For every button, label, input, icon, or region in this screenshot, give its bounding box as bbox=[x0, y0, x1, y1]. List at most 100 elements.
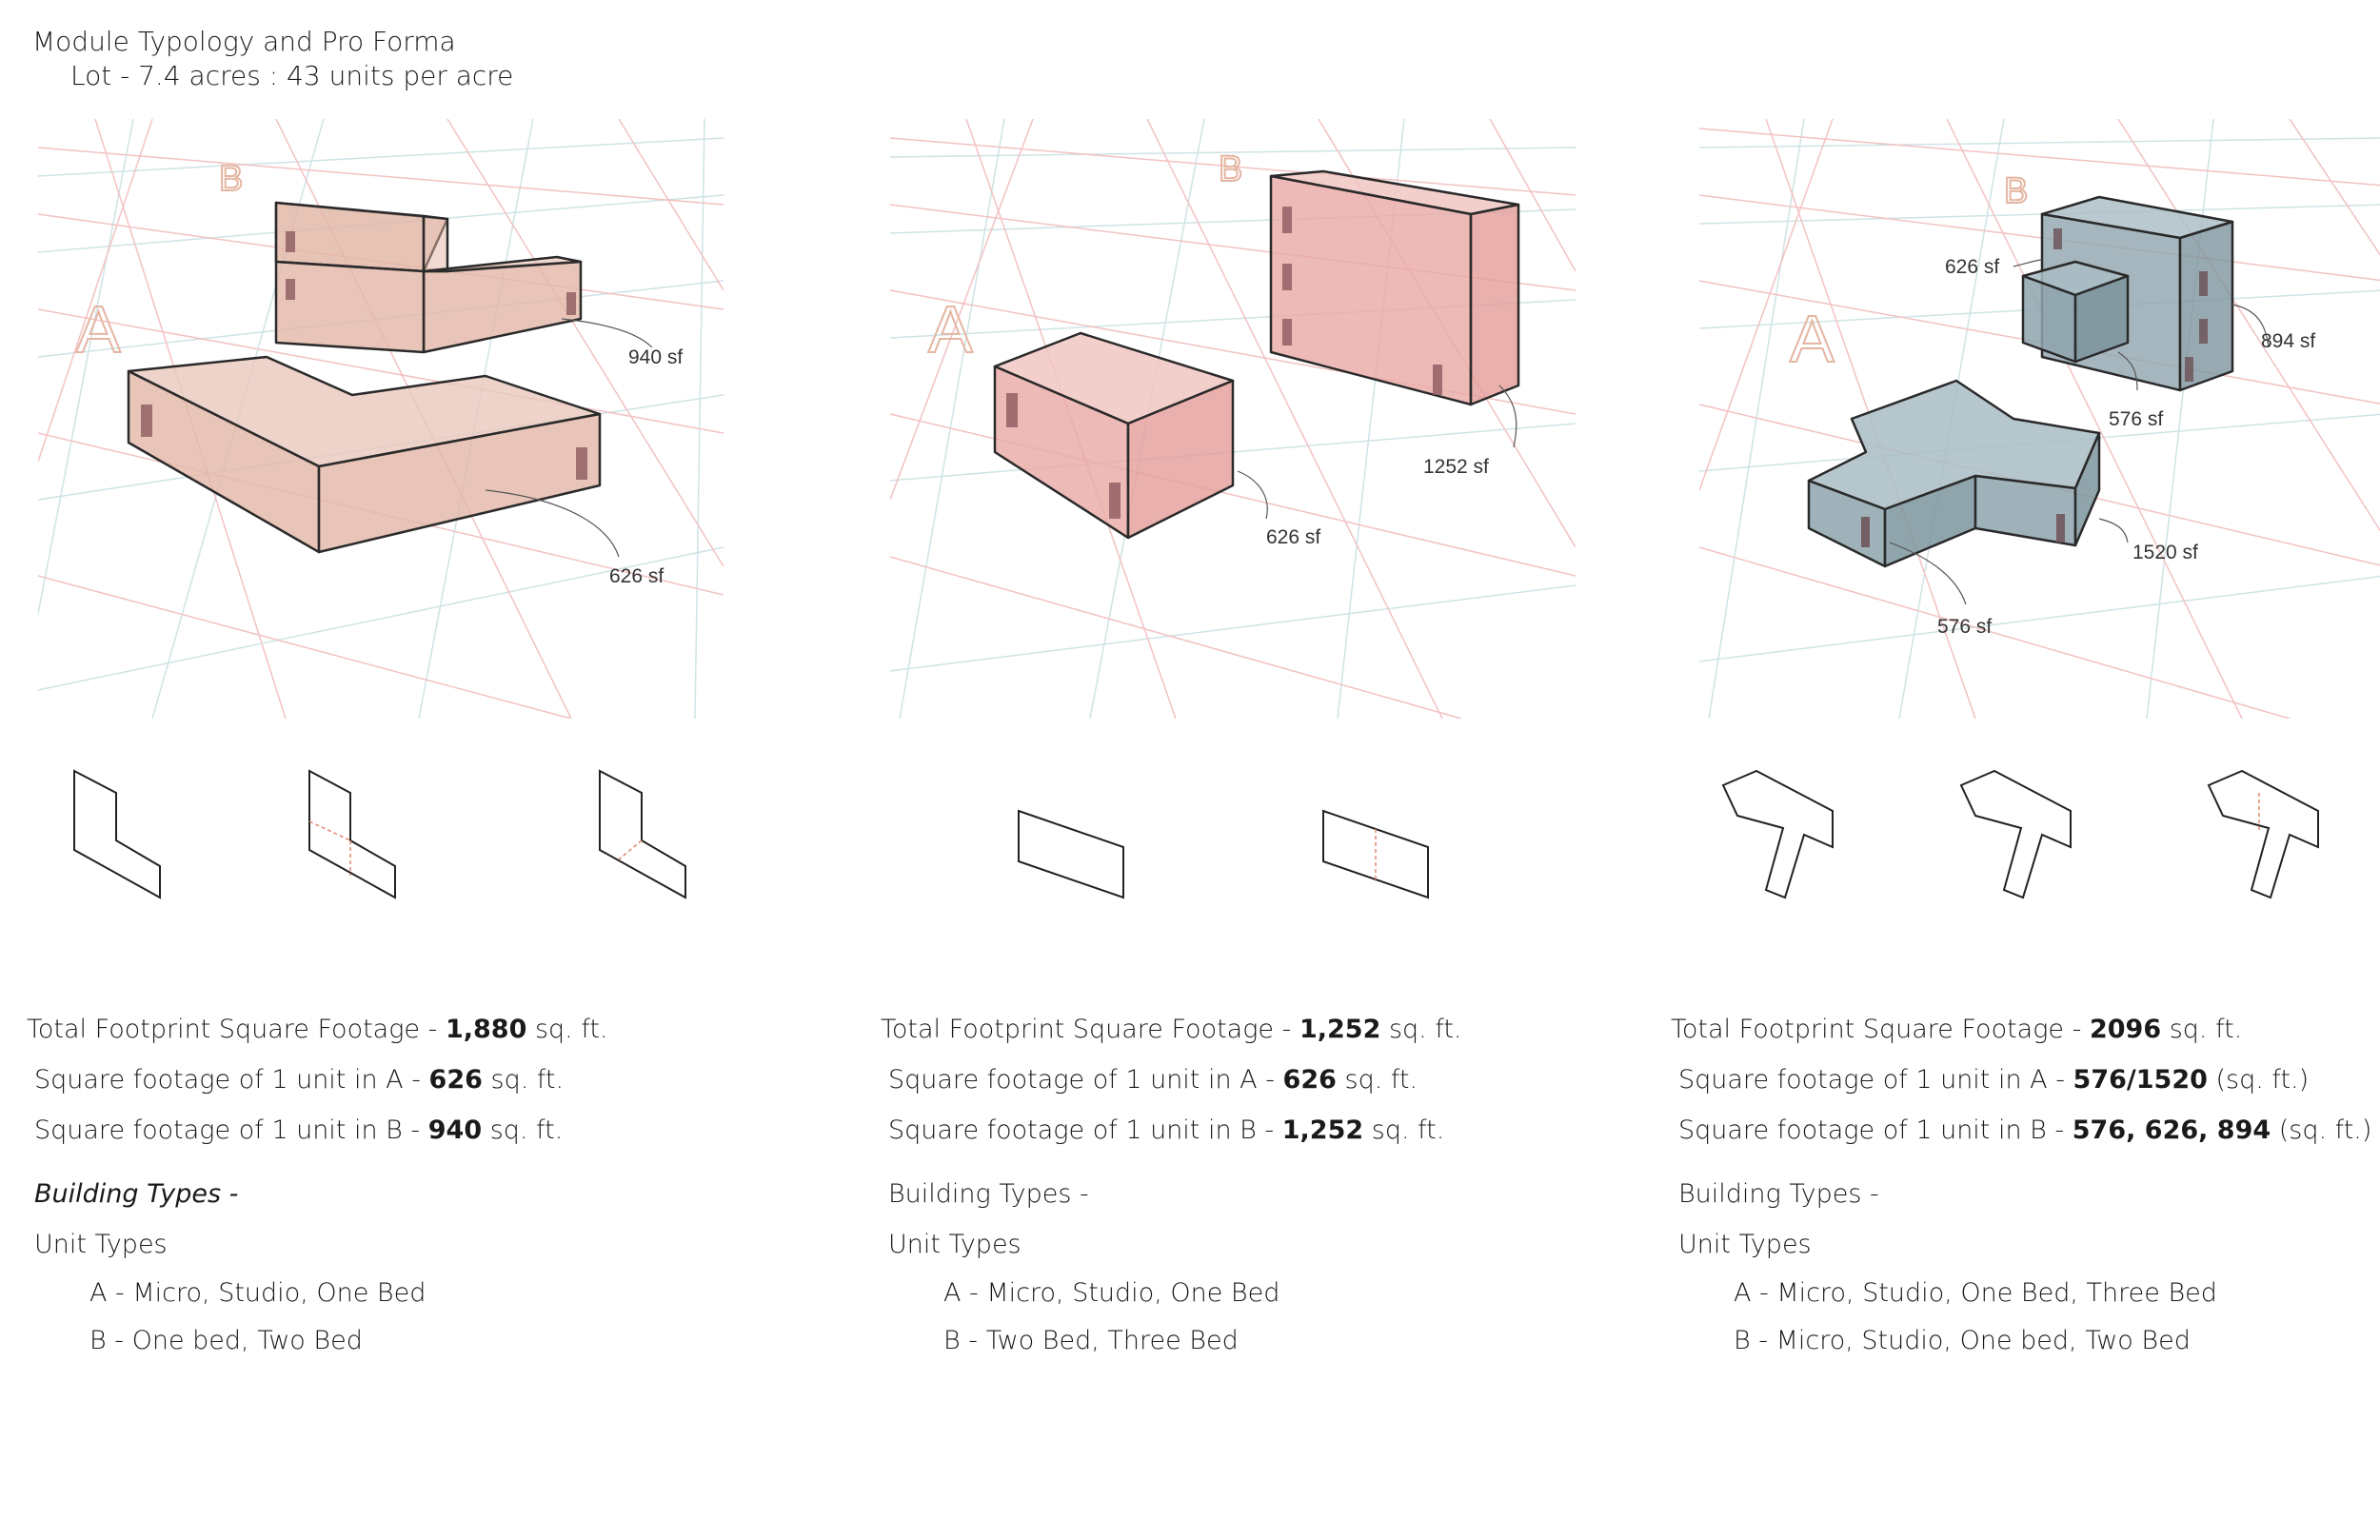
callout-626: 626 sf bbox=[1266, 526, 1320, 548]
building-a bbox=[993, 331, 1235, 540]
unit-type-a: A - Micro, Studio, One Bed bbox=[89, 1278, 426, 1308]
total-label: Total Footprint Square Footage - bbox=[27, 1015, 446, 1044]
label-a: A bbox=[1790, 302, 1835, 376]
footprint-l-shape-2 bbox=[308, 769, 396, 899]
unit-a-unit: (sq. ft.) bbox=[2207, 1065, 2310, 1095]
total-unit: sq. ft. bbox=[526, 1015, 608, 1044]
header: Module Typology and Pro Forma Lot - 7.4 … bbox=[32, 25, 513, 93]
unit-a-value: 576/1520 bbox=[2073, 1065, 2208, 1095]
callout-leaders bbox=[485, 318, 653, 558]
total-unit: sq. ft. bbox=[1380, 1015, 1462, 1044]
footprints-option-1 bbox=[38, 757, 743, 918]
isometric-drawing-option-3: A B bbox=[1699, 119, 2380, 719]
total-footprint-row: Total Footprint Square Footage - 1,252 s… bbox=[881, 1004, 1462, 1055]
callout-1252: 1252 sf bbox=[1423, 456, 1489, 478]
building-types-label: Building Types - bbox=[27, 1169, 608, 1219]
footprint-t-shape-1 bbox=[1721, 769, 1834, 899]
unit-type-a: A - Micro, Studio, One Bed, Three Bed bbox=[1734, 1278, 2217, 1308]
stats-option-3: Total Footprint Square Footage - 2096 sq… bbox=[1671, 1004, 2371, 1365]
unit-b-unit: sq. ft. bbox=[482, 1116, 564, 1145]
unit-b-row: Square footage of 1 unit in B - 1,252 sq… bbox=[881, 1105, 1462, 1155]
callout-940: 940 sf bbox=[628, 346, 683, 368]
building-b bbox=[1269, 169, 1520, 406]
footprint-t-shape-2 bbox=[1959, 769, 2072, 899]
callout-894: 894 sf bbox=[2261, 330, 2315, 352]
footprints-option-2 bbox=[890, 757, 1595, 918]
unit-a-row: Square footage of 1 unit in A - 626 sq. … bbox=[881, 1055, 1462, 1105]
footprint-plans bbox=[73, 769, 686, 899]
unit-a-value: 626 bbox=[428, 1065, 483, 1095]
stats-option-2: Total Footprint Square Footage - 1,252 s… bbox=[881, 1004, 1462, 1365]
perspective-grid bbox=[1699, 119, 2380, 719]
label-b: B bbox=[219, 159, 243, 199]
callout-576-b: 576 sf bbox=[2109, 408, 2163, 430]
footprint-plans bbox=[1721, 769, 2319, 899]
footprint-rect-1 bbox=[1018, 809, 1124, 899]
unit-a-row: Square footage of 1 unit in A - 626 sq. … bbox=[27, 1055, 608, 1105]
unit-b-label: Square footage of 1 unit in B - bbox=[34, 1116, 428, 1145]
unit-b-unit: (sq. ft.) bbox=[2271, 1116, 2372, 1145]
scene-option-1: A B 940 sf 626 sf bbox=[38, 119, 724, 719]
footprint-rect-2 bbox=[1322, 809, 1429, 899]
unit-a-label: Square footage of 1 unit in A - bbox=[1678, 1065, 2073, 1095]
footprint-plans bbox=[1018, 809, 1429, 899]
isometric-drawing-option-1: A B 940 sf 626 sf bbox=[38, 119, 724, 719]
label-b: B bbox=[1219, 149, 1242, 189]
unit-b-unit: sq. ft. bbox=[1363, 1116, 1445, 1145]
footprint-l-shape-3 bbox=[599, 769, 686, 899]
unit-b-value: 576, 626, 894 bbox=[2072, 1116, 2271, 1145]
total-value: 1,252 bbox=[1299, 1015, 1381, 1044]
unit-b-row: Square footage of 1 unit in B - 940 sq. … bbox=[27, 1105, 608, 1155]
unit-types-label: Unit Types bbox=[34, 1230, 168, 1259]
building-b bbox=[274, 201, 583, 354]
unit-b-value: 940 bbox=[427, 1116, 483, 1145]
unit-a-value: 626 bbox=[1282, 1065, 1337, 1095]
footprints-option-3 bbox=[1699, 757, 2380, 918]
total-footprint-row: Total Footprint Square Footage - 2096 sq… bbox=[1671, 1004, 2371, 1055]
callout-leaders bbox=[1237, 385, 1517, 520]
footprint-t-shape-3 bbox=[2207, 769, 2319, 899]
unit-a-label: Square footage of 1 unit in A - bbox=[34, 1065, 429, 1095]
building-a bbox=[1807, 379, 2101, 568]
label-a: A bbox=[76, 292, 121, 366]
stats-option-1: Total Footprint Square Footage - 1,880 s… bbox=[27, 1004, 608, 1365]
unit-b-row: Square footage of 1 unit in B - 576, 626… bbox=[1671, 1105, 2371, 1155]
scene-option-2: A B 1252 sf 626 sf bbox=[890, 119, 1576, 719]
unit-a-unit: sq. ft. bbox=[1336, 1065, 1418, 1095]
unit-b-value: 1,252 bbox=[1281, 1116, 1364, 1145]
unit-types-label: Unit Types bbox=[1678, 1230, 1812, 1259]
building-types-label: Building Types - bbox=[1678, 1179, 1879, 1209]
scene-option-3: A B bbox=[1699, 119, 2380, 719]
callout-leaders bbox=[1889, 259, 2270, 605]
footprint-l-shape-1 bbox=[73, 769, 161, 899]
unit-a-unit: sq. ft. bbox=[482, 1065, 565, 1095]
total-label: Total Footprint Square Footage - bbox=[881, 1015, 1299, 1044]
page-subtitle: Lot - 7.4 acres : 43 units per acre bbox=[70, 60, 514, 91]
unit-b-label: Square footage of 1 unit in B - bbox=[888, 1116, 1282, 1145]
total-value: 2096 bbox=[2089, 1015, 2162, 1044]
unit-a-label: Square footage of 1 unit in A - bbox=[888, 1065, 1283, 1095]
isometric-drawing-option-2: A B 1252 sf 626 sf bbox=[890, 119, 1576, 719]
page-title: Module Typology and Pro Forma bbox=[32, 26, 456, 57]
callout-1520: 1520 sf bbox=[2132, 542, 2198, 563]
building-a bbox=[127, 355, 602, 554]
unit-type-b: B - One bed, Two Bed bbox=[89, 1326, 363, 1355]
building-types-text: Building Types - bbox=[34, 1179, 239, 1209]
building-b-cube bbox=[2021, 260, 2130, 364]
label-a: A bbox=[928, 292, 973, 366]
label-b: B bbox=[2004, 171, 2028, 211]
callout-626: 626 sf bbox=[609, 565, 664, 587]
unit-a-row: Square footage of 1 unit in A - 576/1520… bbox=[1671, 1055, 2371, 1105]
unit-type-b: B - Two Bed, Three Bed bbox=[943, 1326, 1239, 1355]
total-unit: sq. ft. bbox=[2161, 1015, 2243, 1044]
callout-626: 626 sf bbox=[1945, 256, 1999, 278]
total-label: Total Footprint Square Footage - bbox=[1671, 1015, 2090, 1044]
unit-type-b: B - Micro, Studio, One bed, Two Bed bbox=[1734, 1326, 2191, 1355]
total-footprint-row: Total Footprint Square Footage - 1,880 s… bbox=[27, 1004, 608, 1055]
callout-576-a: 576 sf bbox=[1937, 616, 1992, 638]
unit-b-label: Square footage of 1 unit in B - bbox=[1678, 1116, 2073, 1145]
unit-types-label: Unit Types bbox=[888, 1230, 1021, 1259]
building-types-label: Building Types - bbox=[888, 1179, 1089, 1209]
total-value: 1,880 bbox=[445, 1015, 527, 1044]
unit-type-a: A - Micro, Studio, One Bed bbox=[943, 1278, 1280, 1308]
